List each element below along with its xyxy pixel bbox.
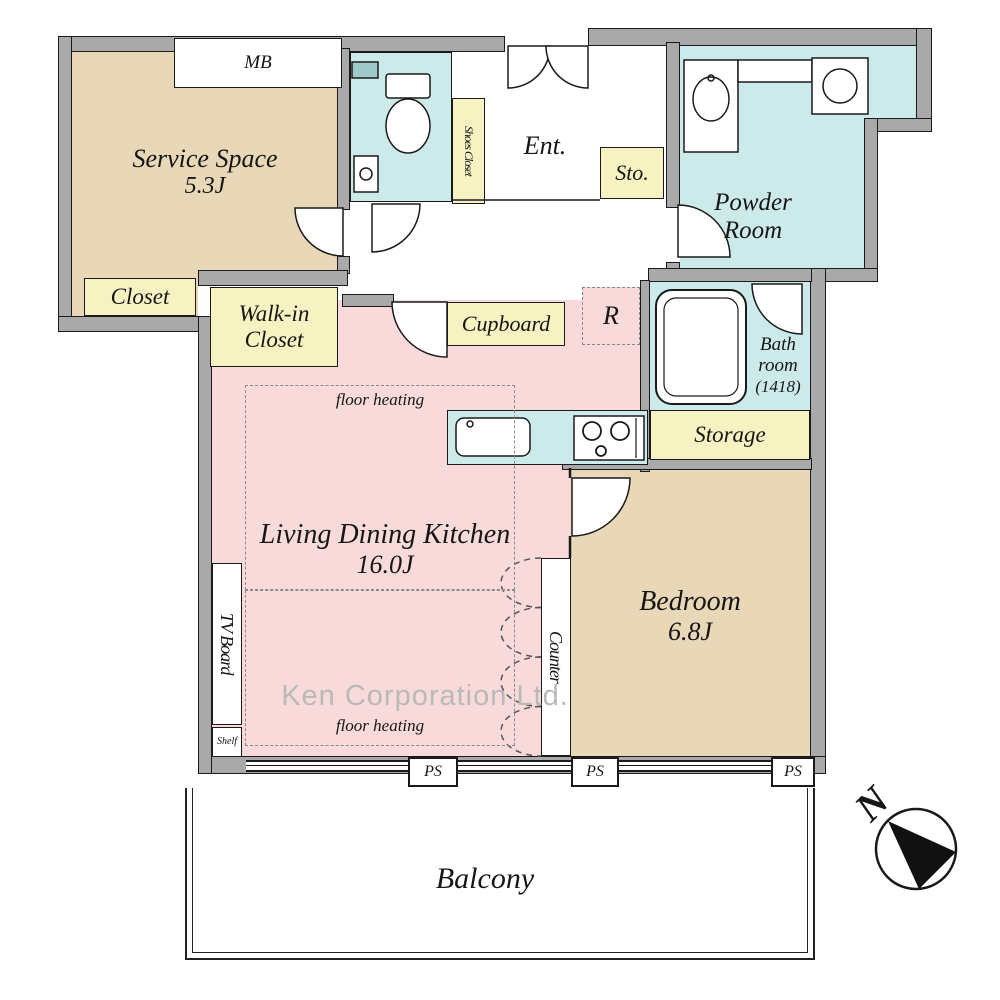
counter-box (541, 558, 571, 756)
room-toilet (350, 52, 452, 202)
balcony-area (185, 788, 815, 960)
pipe-space-3: PS (771, 757, 815, 787)
shoes-closet-box (452, 98, 485, 204)
storage-box (650, 410, 810, 460)
window-counter (458, 760, 571, 772)
pipe-space-1: PS (408, 757, 458, 787)
window-ldk (246, 760, 408, 772)
wall-right-upper (916, 28, 932, 132)
room-bedroom (570, 470, 810, 758)
toilet-door-arc (371, 203, 421, 253)
refrigerator-space (582, 287, 640, 345)
walkin-closet-box (210, 287, 338, 367)
north-label: N (845, 777, 898, 830)
cupboard-box (447, 302, 565, 346)
pipe-space-2: PS (571, 757, 619, 787)
wall-right-powder (864, 118, 878, 282)
wall-closet-bottom (58, 316, 212, 332)
window-bedroom (619, 760, 771, 772)
room-powder (680, 46, 864, 272)
room-service-space (72, 52, 337, 274)
entrance-label: Ent. (523, 131, 567, 161)
entrance-door-right-arc (545, 45, 589, 89)
room-powder-ext (864, 46, 916, 120)
wall-bath-left (640, 280, 650, 472)
sto-box (600, 147, 664, 199)
entrance-door-left-arc (507, 45, 551, 89)
wall-top-right (588, 28, 932, 46)
closet-box (84, 278, 196, 316)
wall-left-lower (198, 316, 212, 774)
tv-board-box (212, 563, 242, 725)
wall-service-bottom (198, 270, 348, 286)
room-bath (650, 282, 810, 410)
wall-hall-ldk (342, 294, 394, 307)
wall-powder-bath (648, 268, 812, 282)
floor-heating-area-2 (245, 590, 515, 746)
wall-left-upper (58, 36, 72, 332)
north-compass-icon (874, 807, 958, 891)
wall-powder-left (666, 42, 680, 208)
floor-heating-area-1 (245, 385, 515, 590)
shelf-box (212, 727, 242, 757)
meter-box (174, 38, 342, 88)
wall-right-lower (810, 268, 826, 774)
